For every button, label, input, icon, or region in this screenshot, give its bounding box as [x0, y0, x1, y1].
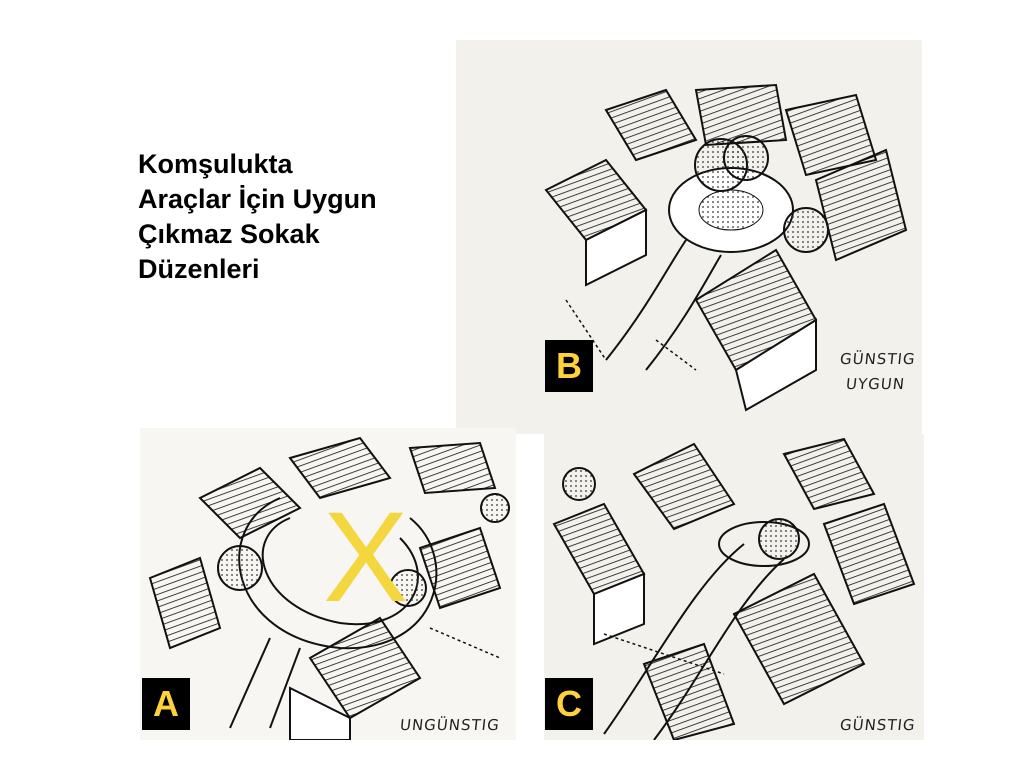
title-line-1: Komşulukta — [138, 149, 293, 179]
panel-a-badge: A — [142, 678, 190, 730]
panel-b-caption-2: UYGUN — [845, 375, 906, 393]
panel-c-badge: C — [545, 678, 593, 730]
panel-a-caption: UNGÜNSTIG — [399, 716, 501, 734]
sketch-panel-c — [544, 434, 924, 740]
page-title: Komşulukta Araçlar İçin Uygun Çıkmaz Sok… — [138, 147, 468, 287]
unfavourable-x-mark: X — [323, 486, 409, 629]
sketch-panel-b — [456, 40, 922, 434]
sketch-c-drawing — [552, 437, 916, 740]
sketch-a-drawing — [148, 436, 510, 740]
sketch-b-drawing — [544, 83, 908, 412]
panel-b-badge: B — [545, 340, 593, 392]
panel-b-caption-1: GÜNSTIG — [839, 350, 917, 368]
title-line-2: Araçlar İçin Uygun — [138, 184, 377, 214]
sketch-panel-a — [140, 428, 516, 740]
panel-c-caption: GÜNSTIG — [839, 716, 917, 734]
title-line-3: Çıkmaz Sokak — [138, 219, 320, 249]
title-line-4: Düzenleri — [138, 254, 260, 284]
